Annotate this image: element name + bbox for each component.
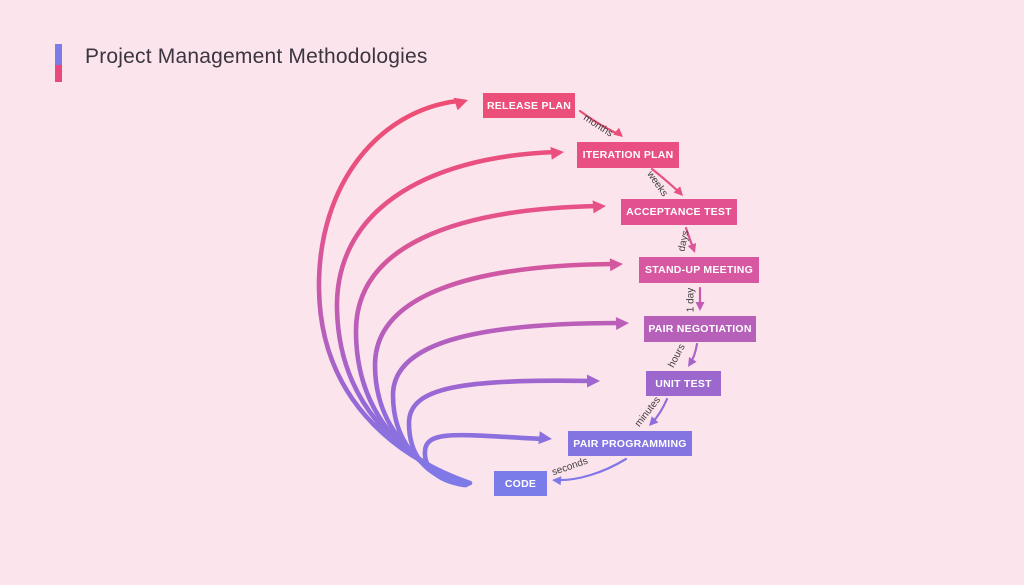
title-accent-top xyxy=(55,44,62,65)
title-accent-bar xyxy=(55,44,62,82)
loop-to-iteration-plan xyxy=(334,149,559,486)
node-acceptance-test: ACCEPTANCE TEST xyxy=(621,199,737,225)
node-iteration-plan: ITERATION PLAN xyxy=(577,142,679,168)
arrowhead-hours xyxy=(688,357,697,367)
arrowhead-pair-negotiation xyxy=(615,317,629,330)
node-code-label: CODE xyxy=(504,477,537,490)
arrowhead-iteration-plan xyxy=(550,146,564,160)
node-unit-test: UNIT TEST xyxy=(646,371,721,396)
node-code: CODE xyxy=(494,471,547,496)
node-pair-programming: PAIR PROGRAMMING xyxy=(568,431,692,456)
arrowhead-stand-up-meeting xyxy=(609,258,623,272)
loop-curves xyxy=(316,98,624,488)
page-title: Project Management Methodologies xyxy=(85,45,428,68)
arrowhead-acceptance-test xyxy=(592,200,606,214)
arrowhead-release-plan xyxy=(453,97,468,111)
loop-arrowheads xyxy=(453,97,629,445)
arrowhead-unit-test xyxy=(587,374,600,388)
loop-to-pair-programming xyxy=(422,432,547,488)
node-pair-programming-label: PAIR PROGRAMMING xyxy=(573,437,687,450)
interval-label-1-day: 1 day xyxy=(685,287,697,313)
node-pair-negotiation-label: PAIR NEGOTIATION xyxy=(648,323,752,335)
node-stand-up-meeting-label: STAND-UP MEETING xyxy=(644,264,754,276)
node-pair-negotiation: PAIR NEGOTIATION xyxy=(644,316,756,342)
interval-arrowheads xyxy=(552,127,705,486)
arrowhead-months xyxy=(613,127,623,137)
arrowhead-seconds xyxy=(552,476,562,486)
loop-to-release-plan xyxy=(316,98,473,486)
node-iteration-plan-label: ITERATION PLAN xyxy=(582,149,674,161)
title-accent-bottom xyxy=(55,65,62,82)
arrowhead-weeks xyxy=(673,186,683,196)
arrowhead-1day xyxy=(695,302,705,311)
arrowhead-pair-programming xyxy=(538,431,552,445)
node-release-plan-label: RELEASE PLAN xyxy=(486,99,572,112)
node-unit-test-label: UNIT TEST xyxy=(655,377,712,390)
arrow-seconds xyxy=(554,457,628,482)
node-release-plan: RELEASE PLAN xyxy=(483,93,575,118)
arrowhead-minutes xyxy=(649,416,659,426)
node-stand-up-meeting: STAND-UP MEETING xyxy=(639,257,759,283)
node-acceptance-test-label: ACCEPTANCE TEST xyxy=(626,206,732,218)
arrowhead-days xyxy=(687,243,697,253)
